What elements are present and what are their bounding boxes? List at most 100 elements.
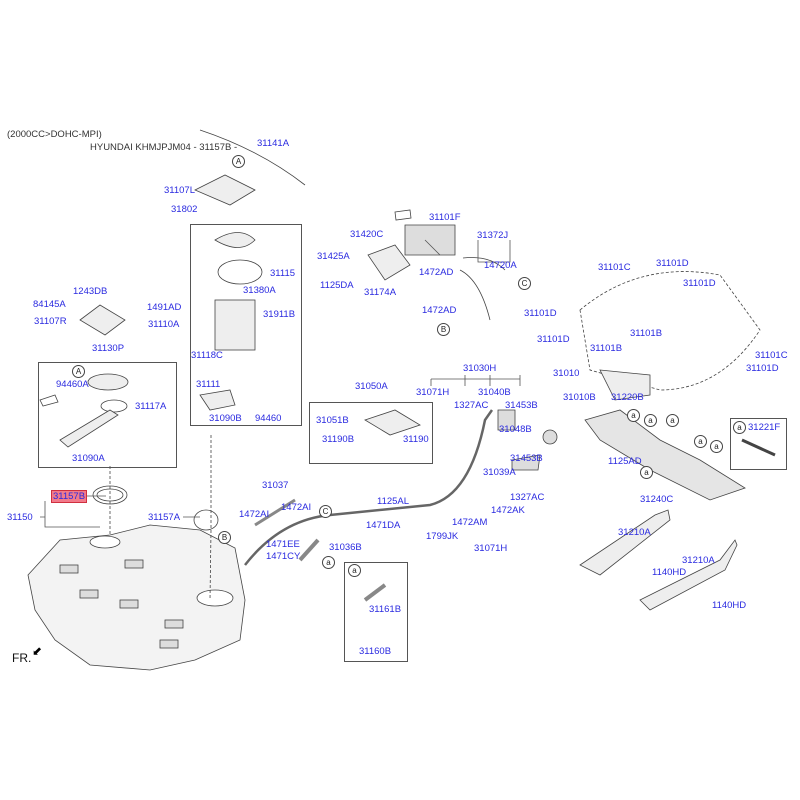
reference-marker: B bbox=[437, 323, 450, 336]
part-label[interactable]: 31036B bbox=[329, 542, 362, 553]
part-label[interactable]: 31221F bbox=[748, 422, 781, 433]
reference-marker: a bbox=[694, 435, 707, 448]
part-label[interactable]: 31911B bbox=[263, 309, 296, 320]
part-label[interactable]: 31101C bbox=[755, 350, 788, 361]
part-label[interactable]: 1125AD bbox=[608, 456, 642, 467]
part-label[interactable]: 31037 bbox=[262, 480, 289, 491]
reference-marker: a bbox=[710, 440, 723, 453]
part-label[interactable]: 1491AD bbox=[147, 302, 182, 313]
part-label[interactable]: 1472AM bbox=[452, 517, 488, 528]
part-label[interactable]: 31039A bbox=[483, 467, 516, 478]
part-label[interactable]: 31101C bbox=[598, 262, 631, 273]
part-label[interactable]: 1140HD bbox=[712, 600, 747, 611]
part-label[interactable]: 31071H bbox=[416, 387, 450, 398]
reference-marker: B bbox=[218, 531, 231, 544]
part-label[interactable]: 1125AL bbox=[377, 496, 410, 507]
part-label[interactable]: 31050A bbox=[355, 381, 388, 392]
part-label[interactable]: 31372J bbox=[477, 230, 509, 241]
part-label[interactable]: 1471DA bbox=[366, 520, 401, 531]
part-label[interactable]: 31030H bbox=[463, 363, 497, 374]
part-label[interactable]: 31161B bbox=[369, 604, 402, 615]
part-label[interactable]: 31210A bbox=[618, 527, 651, 538]
reference-marker: A bbox=[232, 155, 245, 168]
pump-assembly-box bbox=[190, 224, 302, 426]
part-label[interactable]: 1799JK bbox=[426, 531, 459, 542]
part-label[interactable]: 31101B bbox=[630, 328, 663, 339]
filler-pipe bbox=[244, 409, 494, 566]
part-label[interactable]: 1243DB bbox=[73, 286, 108, 297]
fuel-tank-shape bbox=[27, 524, 246, 671]
part-label[interactable]: 31220B bbox=[611, 392, 644, 403]
reference-marker: a bbox=[322, 556, 335, 569]
part-label[interactable]: 1472AK bbox=[491, 505, 525, 516]
part-label[interactable]: 31090B bbox=[209, 413, 242, 424]
part-label[interactable]: 31010 bbox=[553, 368, 580, 379]
part-label[interactable]: 31210A bbox=[682, 555, 715, 566]
part-label[interactable]: 31090A bbox=[72, 453, 105, 464]
part-label[interactable]: 31101D bbox=[524, 308, 557, 319]
part-label[interactable]: 31117A bbox=[135, 401, 167, 412]
part-label[interactable]: 31107R bbox=[34, 316, 67, 327]
part-label[interactable]: 31101D bbox=[537, 334, 570, 345]
part-label[interactable]: 31071H bbox=[474, 543, 508, 554]
part-label[interactable]: 31174A bbox=[364, 287, 397, 298]
part-label[interactable]: 31101D bbox=[746, 363, 779, 374]
part-label[interactable]: 1125DA bbox=[320, 280, 354, 291]
part-label[interactable]: 31111 bbox=[196, 379, 221, 390]
front-direction-label: FR. bbox=[12, 651, 32, 665]
part-label[interactable]: 31115 bbox=[270, 268, 296, 279]
reference-marker: C bbox=[518, 277, 531, 290]
part-label[interactable]: 1472AD bbox=[422, 305, 457, 316]
part-label[interactable]: 1471CY bbox=[266, 551, 301, 562]
part-label[interactable]: 1327AC bbox=[510, 492, 545, 503]
part-label[interactable]: 31425A bbox=[317, 251, 350, 262]
part-label[interactable]: 31453B bbox=[505, 400, 538, 411]
engine-label: (2000CC>DOHC-MPI) bbox=[7, 129, 102, 140]
part-label[interactable]: 31101F bbox=[429, 212, 461, 223]
detail-a-box bbox=[344, 562, 408, 662]
part-label[interactable]: 94460 bbox=[255, 413, 282, 424]
part-label[interactable]: 31107L bbox=[164, 185, 195, 196]
part-label[interactable]: 31110A bbox=[148, 319, 180, 330]
reference-marker: a bbox=[666, 414, 679, 427]
part-label[interactable]: 31802 bbox=[171, 204, 198, 215]
part-label[interactable]: 31453B bbox=[510, 453, 543, 464]
part-label[interactable]: 31420C bbox=[350, 229, 384, 240]
part-label[interactable]: 1472AD bbox=[419, 267, 454, 278]
sender-assembly-box bbox=[38, 362, 177, 468]
reference-marker: a bbox=[733, 421, 746, 434]
part-label[interactable]: 31190B bbox=[322, 434, 355, 445]
part-label[interactable]: 1471EE bbox=[266, 539, 300, 550]
part-label[interactable]: 1472AI bbox=[239, 509, 270, 520]
part-label[interactable]: 1472AI bbox=[281, 502, 312, 513]
part-label-highlighted[interactable]: 31157B bbox=[51, 490, 88, 503]
part-label[interactable]: 31130P bbox=[92, 343, 125, 354]
reference-marker: A bbox=[72, 365, 85, 378]
part-label[interactable]: 94460A bbox=[56, 379, 89, 390]
part-label[interactable]: 31101B bbox=[590, 343, 623, 354]
part-label[interactable]: 31101D bbox=[656, 258, 689, 269]
part-label[interactable]: 31157A bbox=[148, 512, 181, 523]
front-arrow-icon: ⬋ bbox=[32, 644, 43, 658]
reference-marker: a bbox=[348, 564, 361, 577]
part-label[interactable]: 31040B bbox=[478, 387, 511, 398]
part-label[interactable]: 31010B bbox=[563, 392, 596, 403]
part-label[interactable]: 31051B bbox=[316, 415, 349, 426]
part-label[interactable]: 31141A bbox=[257, 138, 290, 149]
part-label[interactable]: 31240C bbox=[640, 494, 674, 505]
reference-marker: C bbox=[319, 505, 332, 518]
part-label[interactable]: 31380A bbox=[243, 285, 276, 296]
part-label[interactable]: 14720A bbox=[484, 260, 517, 271]
part-label[interactable]: 84145A bbox=[33, 299, 66, 310]
part-label[interactable]: 31150 bbox=[7, 512, 33, 523]
part-label[interactable]: 31190 bbox=[403, 434, 429, 445]
part-label[interactable]: 31101D bbox=[683, 278, 716, 289]
part-label[interactable]: 31048B bbox=[499, 424, 532, 435]
part-label[interactable]: 31160B bbox=[359, 646, 392, 657]
detail-a-31221f-box bbox=[730, 418, 787, 470]
bracket-box bbox=[309, 402, 433, 464]
part-label[interactable]: 1140HD bbox=[652, 567, 687, 578]
part-label[interactable]: 1327AC bbox=[454, 400, 489, 411]
part-label[interactable]: 31118C bbox=[191, 350, 223, 361]
